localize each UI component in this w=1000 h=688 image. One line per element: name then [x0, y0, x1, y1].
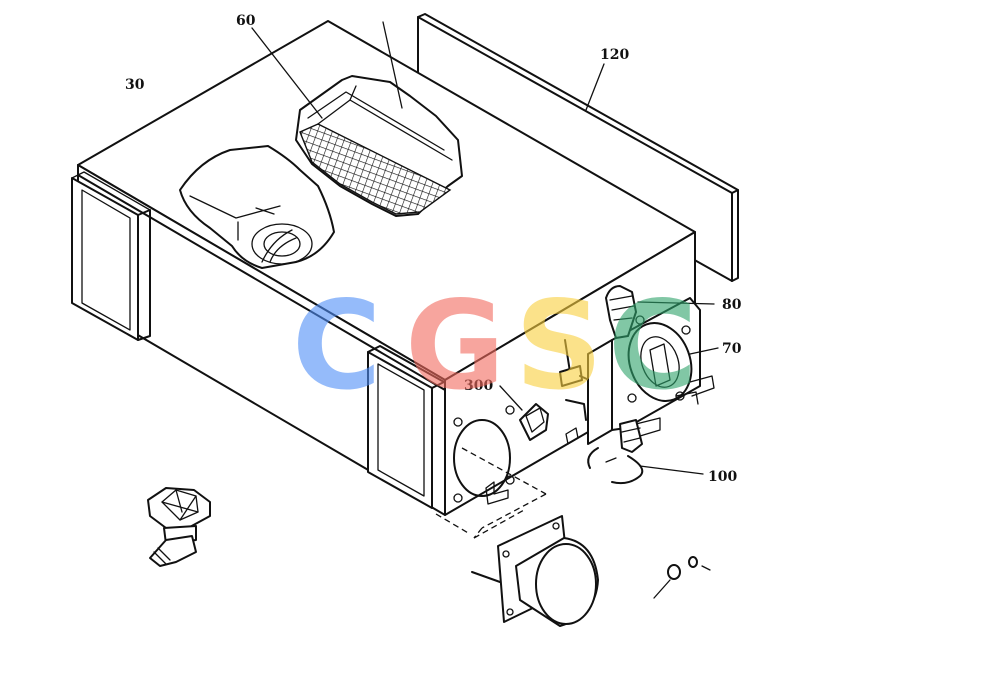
o-rings	[653, 556, 711, 599]
duct-opening	[453, 405, 515, 505]
sensor-wiring	[559, 339, 613, 445]
duct-collar	[471, 515, 599, 627]
damper-motor-assembly	[587, 285, 715, 453]
watermark-letter-2: G	[405, 275, 505, 417]
label-100: 100	[708, 469, 737, 485]
blower-cutaway	[179, 145, 335, 269]
label-80: 80	[722, 297, 742, 313]
alignment-lines	[435, 447, 547, 539]
front-access-panel	[367, 345, 445, 509]
control-box-300	[519, 403, 549, 441]
label-60: 60	[236, 13, 256, 29]
watermark-letter-3: S	[515, 275, 603, 417]
watermark-letter-1: C	[292, 275, 382, 417]
watermark-logo: C G S C	[292, 275, 698, 417]
label-70: 70	[722, 341, 742, 357]
core-cutaway	[295, 75, 463, 217]
label-300: 300	[464, 378, 493, 394]
watermark-letter-4: C	[608, 275, 698, 417]
hose-clamp	[587, 447, 644, 485]
label-120: 120	[600, 47, 629, 63]
label-30: 30	[125, 77, 145, 93]
left-access-panel	[71, 171, 151, 341]
drain-fitting	[147, 487, 211, 567]
leader-lines	[251, 21, 719, 475]
